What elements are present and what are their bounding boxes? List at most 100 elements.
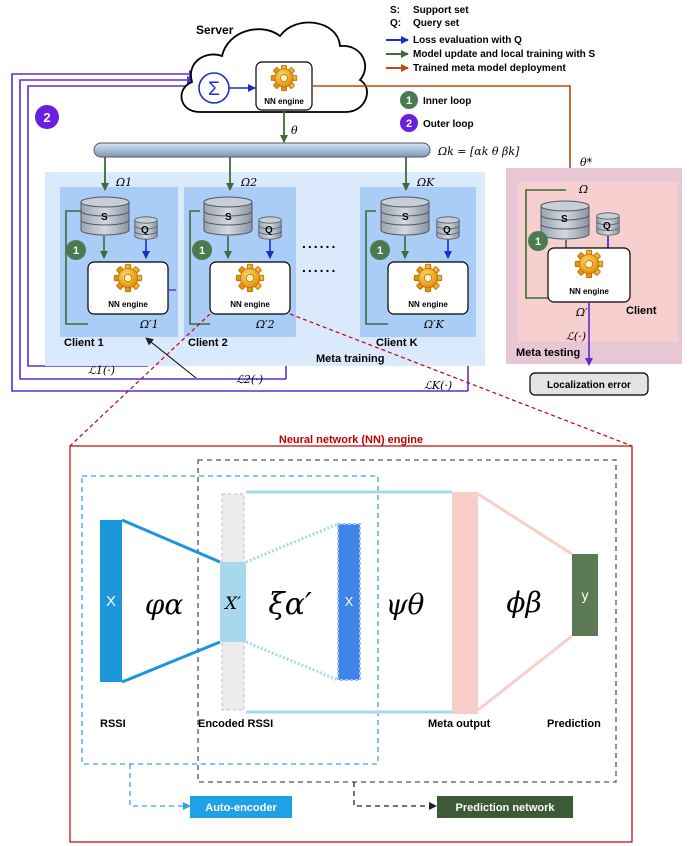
legend-inner-label: Inner loop: [423, 96, 471, 107]
zoom-line-right: [289, 313, 633, 447]
meta-training-label: Meta training: [316, 353, 384, 365]
client-k-name: Client K: [376, 337, 418, 349]
prediction-network-box: [437, 796, 573, 818]
head-top-edge: [477, 492, 573, 556]
client-2-q: Q: [265, 225, 273, 236]
client-k-omega: ΩK: [416, 176, 435, 189]
client-2-omega-prime: Ω′2: [255, 318, 275, 331]
outer-loop-badge-num: 2: [43, 110, 50, 125]
prediction-network-label: Prediction network: [455, 802, 555, 814]
localization-error-label: Localization error: [547, 380, 631, 391]
legend-blue-label: Loss evaluation with Q: [413, 35, 522, 46]
legend-outer-num: 2: [406, 118, 412, 130]
legend-s-key: S:: [390, 5, 400, 16]
sum-symbol: Σ: [208, 79, 220, 100]
legend-red-label: Trained meta model deployment: [413, 63, 566, 74]
autoencoder-box: [190, 796, 292, 818]
input-x-label: X: [106, 593, 116, 610]
autoencoder-label: Auto-encoder: [205, 802, 277, 814]
client-2-omega: Ω2: [240, 176, 257, 189]
client-1-q: Q: [141, 225, 149, 236]
legend-inner-badge: [400, 91, 418, 109]
localization-error-box: [529, 372, 649, 396]
legend-q-key: Q:: [390, 18, 401, 29]
decoder-top-edge: [245, 522, 339, 564]
client-k-badge: 1: [377, 245, 383, 257]
legend-green-label: Model update and local training with S: [413, 49, 596, 60]
client-2-engine: NN engine: [230, 300, 270, 309]
client-k-loss: ℒK(·): [424, 379, 452, 392]
client-2-loss: ℒ2(·): [236, 373, 263, 386]
server-theta: θ: [291, 124, 298, 137]
server-engine-label: NN engine: [264, 97, 304, 106]
nn-engine-frame: [69, 445, 633, 843]
meta-output-bar: [452, 492, 478, 714]
test-engine-label: NN engine: [569, 287, 609, 296]
decoder-xi: ξα′: [268, 587, 312, 622]
test-loss: ℒ(·): [566, 330, 586, 343]
meta-testing-label: Meta testing: [516, 347, 580, 359]
outer-loop-badge: [35, 105, 59, 129]
encoder-bottom-edge: [121, 640, 221, 684]
legend-inner-num: 1: [406, 95, 412, 107]
autoencoder-connector: [129, 764, 191, 810]
client-1-name: Client 1: [64, 337, 104, 349]
client-2: [184, 157, 296, 337]
prediction-network-region: [197, 459, 617, 783]
client-ellipsis-bottom: ......: [302, 259, 337, 275]
client-2-name: Client 2: [188, 337, 228, 349]
head-bottom-edge: [477, 634, 573, 712]
test-client-label: Client: [626, 305, 657, 317]
server-gear-icon: [270, 64, 298, 92]
test-q: Q: [603, 221, 611, 232]
client-1-engine: NN engine: [108, 300, 148, 309]
legend-s-desc: Support set: [413, 5, 469, 16]
prediction-network-connector: [353, 782, 437, 810]
client-k-engine: NN engine: [408, 300, 448, 309]
client-1-omega: Ω1: [115, 176, 132, 189]
legend: S: Support set Q: Query set Loss evaluat…: [386, 5, 596, 132]
test-omega-prime: Ω′: [575, 306, 588, 319]
parameter-bus: [93, 142, 431, 158]
prediction-label: Prediction: [547, 718, 601, 730]
decoder-bottom-edge: [245, 640, 339, 682]
theta-star: θ*: [580, 156, 593, 169]
head-phi-beta: ϕβ: [506, 586, 541, 619]
test-inner-loop: [525, 189, 566, 299]
test-badge-num: 1: [535, 236, 541, 248]
meta-output-label: Meta output: [428, 718, 491, 730]
output-y-bar: [572, 554, 598, 636]
test-gear-icon: [574, 249, 604, 279]
encoded-x-prime-block: [220, 562, 246, 642]
nn-engine-title: Neural network (NN) engine: [279, 434, 423, 446]
reconstructed-x-label: X: [345, 594, 354, 609]
test-inner-badge: [528, 231, 548, 251]
client-1: [60, 157, 178, 337]
legend-outer-label: Outer loop: [423, 119, 474, 130]
client-k-s: S: [402, 212, 409, 223]
psi-theta: ψθ: [386, 588, 425, 621]
client-k: [360, 157, 476, 337]
server-title: Server: [196, 23, 234, 37]
encoder-phi-alpha: φα: [145, 588, 184, 621]
client-1-omega-prime: Ω′1: [139, 318, 159, 331]
encoded-x-prime-label: X′: [223, 594, 241, 614]
reconstructed-x-bar: [337, 523, 361, 681]
loss-pointer-arrow: [145, 337, 197, 379]
client-2-s: S: [225, 212, 232, 223]
bus-omega-k: Ωk = [αk θ βk]: [437, 145, 520, 158]
test-omega: Ω: [578, 183, 588, 196]
output-y-label: y: [582, 587, 589, 603]
input-x-bar: [100, 520, 122, 682]
autoencoder-region: [81, 475, 379, 765]
client-1-badge: 1: [73, 245, 79, 257]
legend-outer-badge: [400, 114, 418, 132]
legend-q-desc: Query set: [413, 18, 460, 29]
encoder-top-edge: [121, 518, 221, 564]
deployment-arrow: [312, 85, 574, 181]
client-k-q: Q: [443, 225, 451, 236]
client-1-s: S: [101, 212, 108, 223]
rssi-label: RSSI: [100, 718, 126, 730]
test-s: S: [561, 214, 568, 225]
